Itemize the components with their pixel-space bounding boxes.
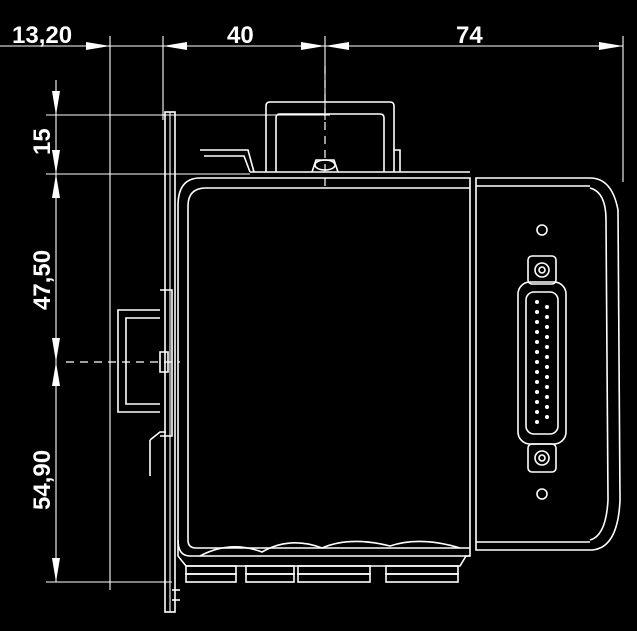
- front-panel: [475, 177, 621, 551]
- connector-pin: [535, 320, 539, 324]
- connector-pin: [545, 375, 549, 379]
- top-bracket: [200, 101, 470, 173]
- connector-pin: [545, 355, 549, 359]
- connector-pin: [545, 395, 549, 399]
- top-dimension-chain: 13,20 40 74: [0, 22, 624, 590]
- connector-pin: [545, 345, 549, 349]
- connector-pin: [545, 385, 549, 389]
- connector-pin: [535, 410, 539, 414]
- dim-top-offset: 13,20: [12, 22, 72, 49]
- connector-pin: [545, 305, 549, 309]
- connector-pin: [535, 360, 539, 364]
- side-dimension-chain: 15 47,50 54,90: [29, 80, 330, 583]
- dim-side-top: 15: [29, 128, 56, 155]
- connector-pins: [535, 300, 549, 424]
- connector-pin: [545, 415, 549, 419]
- connector-pin: [535, 300, 539, 304]
- connector-pin: [535, 390, 539, 394]
- main-housing: [177, 177, 471, 557]
- connector-pin: [535, 370, 539, 374]
- dim-side-middle: 47,50: [29, 250, 56, 310]
- connector-pin: [535, 330, 539, 334]
- mounting-plate: [164, 111, 176, 613]
- dim-top-right: 74: [456, 22, 483, 49]
- connector-pin: [545, 335, 549, 339]
- connector-pin: [535, 340, 539, 344]
- bottom-terminals: [172, 540, 470, 601]
- connector-pin: [545, 315, 549, 319]
- dim-side-bottom: 54,90: [29, 450, 56, 510]
- screw-hole-top: [536, 224, 548, 236]
- connector-pin: [535, 350, 539, 354]
- dim-top-middle: 40: [227, 22, 254, 49]
- connector-pin: [535, 400, 539, 404]
- din-rail-clip: [117, 289, 173, 476]
- connector-pin: [535, 420, 539, 424]
- connector-pin: [545, 405, 549, 409]
- connector-pin: [535, 310, 539, 314]
- dsub-connector: [517, 255, 567, 473]
- connector-pin: [545, 325, 549, 329]
- screw-hole-bottom: [536, 488, 548, 500]
- connector-pin: [545, 365, 549, 369]
- connector-pin: [535, 380, 539, 384]
